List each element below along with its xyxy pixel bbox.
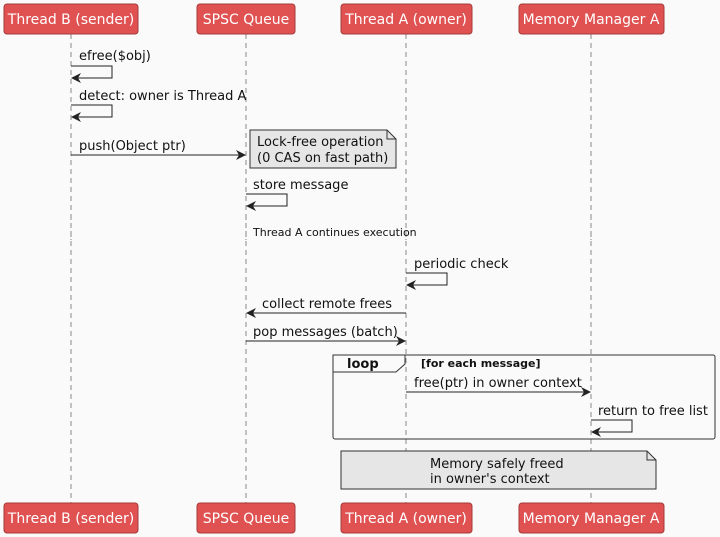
participant-thread-a-bottom: Thread A (owner) (340, 502, 473, 534)
participant-label: Thread A (owner) (344, 12, 467, 28)
message-free: free(ptr) in owner context (406, 376, 591, 397)
participant-spsc-queue-top: SPSC Queue (196, 3, 296, 35)
loop-fragment: loop [for each message] (332, 354, 716, 440)
message-label: detect: owner is Thread A (79, 89, 247, 104)
message-pop: pop messages (batch) (246, 325, 406, 346)
message-collect: collect remote frees (246, 297, 406, 318)
participant-spsc-queue-bottom: SPSC Queue (196, 502, 296, 534)
message-detect: detect: owner is Thread A (71, 89, 247, 122)
message-label: return to free list (598, 404, 708, 419)
message-label: pop messages (batch) (253, 325, 398, 340)
participant-memory-manager-top: Memory Manager A (518, 3, 665, 35)
participant-label: SPSC Queue (203, 12, 289, 28)
note-memory-safe: Memory safely freed in owner's context (340, 450, 657, 490)
note-lock-free: Lock-free operation (0 CAS on fast path) (249, 129, 397, 169)
message-label: collect remote frees (262, 297, 392, 312)
participant-label: Memory Manager A (523, 511, 660, 527)
participant-memory-manager-bottom: Memory Manager A (518, 502, 665, 534)
message-label: efree($obj) (79, 49, 151, 64)
message-push: push(Object ptr) (71, 139, 246, 160)
message-label: store message (253, 178, 348, 193)
note-line: Lock-free operation (257, 135, 384, 150)
participant-thread-a-top: Thread A (owner) (340, 3, 473, 35)
message-efree: efree($obj) (71, 49, 151, 83)
note-line: in owner's context (430, 472, 550, 487)
message-label: push(Object ptr) (79, 139, 186, 154)
message-store: store message (246, 178, 348, 211)
participant-thread-b-top: Thread B (sender) (3, 3, 139, 35)
participant-label: Thread B (sender) (7, 511, 134, 527)
message-periodic: periodic check (406, 257, 509, 290)
message-label: free(ptr) in owner context (414, 376, 582, 391)
loop-keyword: loop (347, 357, 379, 372)
participant-label: Thread A (owner) (344, 511, 467, 527)
participant-label: Memory Manager A (523, 12, 660, 28)
message-label: periodic check (414, 257, 509, 272)
participant-label: Thread B (sender) (7, 12, 134, 28)
delay-label: Thread A continues execution (252, 226, 417, 239)
participant-thread-b-bottom: Thread B (sender) (3, 502, 139, 534)
loop-condition: [for each message] (421, 357, 541, 370)
note-line: (0 CAS on fast path) (257, 151, 388, 166)
participant-label: SPSC Queue (203, 511, 289, 527)
note-line: Memory safely freed (430, 457, 564, 472)
message-return: return to free list (591, 404, 708, 437)
